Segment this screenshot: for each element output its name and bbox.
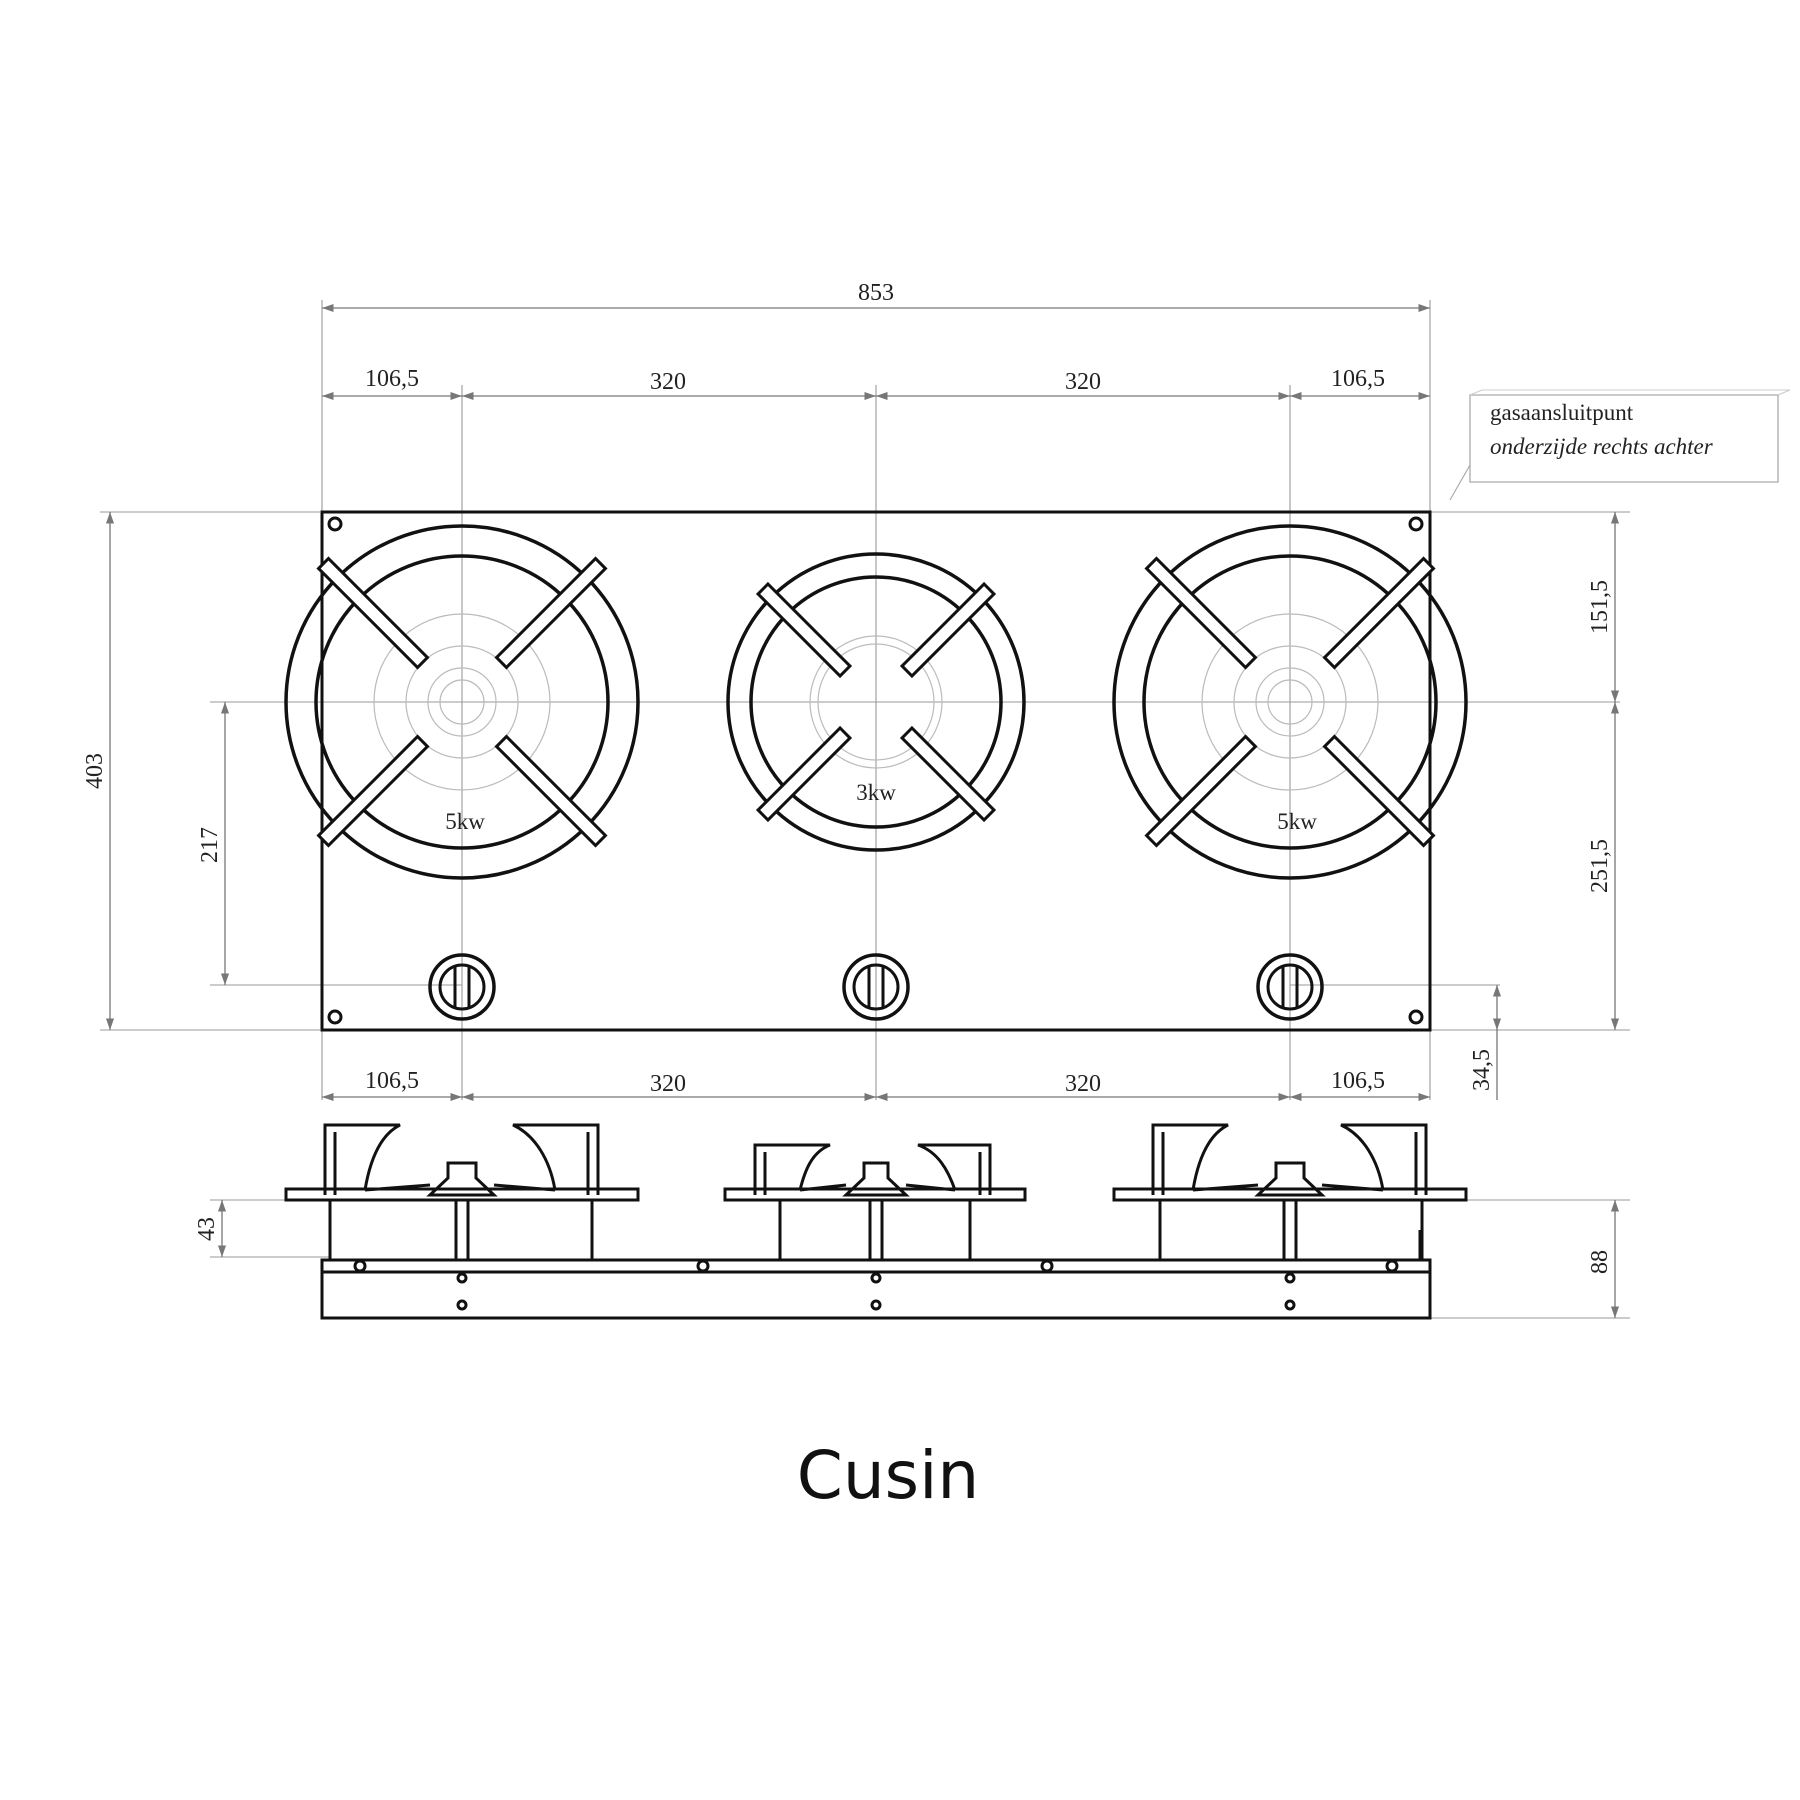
grate-arm: [1144, 556, 1436, 848]
burner-right: 5kw: [1112, 524, 1468, 880]
knob-right: [1256, 953, 1324, 1021]
centre-lines: [100, 300, 1630, 1100]
dim-total-width: 853: [858, 280, 894, 306]
burner-center: 3kw: [726, 552, 1026, 852]
side-burner-right: [1112, 1123, 1468, 1262]
dim-bottom-pitch-left: 320: [650, 1071, 686, 1097]
note-line-2: onderzijde rechts achter: [1490, 434, 1714, 459]
dim-unit-height: 88: [1587, 1250, 1613, 1274]
knob-center: [842, 953, 910, 1021]
burner-left: 5kw: [284, 524, 640, 880]
grate-arm: [755, 581, 997, 823]
burner-power-label: 3kw: [856, 780, 896, 805]
cooktop-plate: [320, 510, 1432, 1032]
gas-connection-note: gasaansluitpunt onderzijde rechts achter: [1449, 389, 1791, 501]
dim-bottom-pitch-right: 320: [1065, 1071, 1101, 1097]
dim-top-left-margin: 106,5: [365, 366, 419, 392]
dimension-lines: 853 106,5 320 320 106,5 106,5 320 320 10…: [82, 280, 1630, 1319]
dim-top-pitch-left: 320: [650, 369, 686, 395]
dim-total-depth: 403: [82, 753, 108, 789]
dim-top-pitch-right: 320: [1065, 369, 1101, 395]
side-view: [284, 1123, 1468, 1320]
side-burner-center: [723, 1143, 1027, 1262]
dim-top-right-margin: 106,5: [1331, 366, 1385, 392]
control-knobs: [428, 953, 1324, 1021]
top-view: 5kw 3kw: [100, 300, 1630, 1100]
burner-power-label: 5kw: [445, 809, 485, 834]
product-name: Cusin: [797, 1437, 979, 1514]
dim-bottom-left-margin: 106,5: [365, 1068, 419, 1094]
burner-power-label: 5kw: [1277, 809, 1317, 834]
base-screws: [353, 1259, 1399, 1311]
knob-left: [428, 953, 496, 1021]
dim-burner-to-knob: 217: [197, 827, 223, 863]
corner-screws: [327, 516, 1424, 1025]
dim-bottom-right-margin: 106,5: [1331, 1068, 1385, 1094]
dim-burner-to-front: 251,5: [1587, 839, 1613, 893]
dim-knob-to-front: 34,5: [1469, 1049, 1495, 1091]
note-line-1: gasaansluitpunt: [1490, 400, 1634, 425]
dim-rear-to-burner: 151,5: [1587, 580, 1613, 634]
side-burner-left: [284, 1123, 640, 1262]
dim-grate-height: 43: [194, 1217, 220, 1241]
grate-arm: [316, 556, 608, 848]
